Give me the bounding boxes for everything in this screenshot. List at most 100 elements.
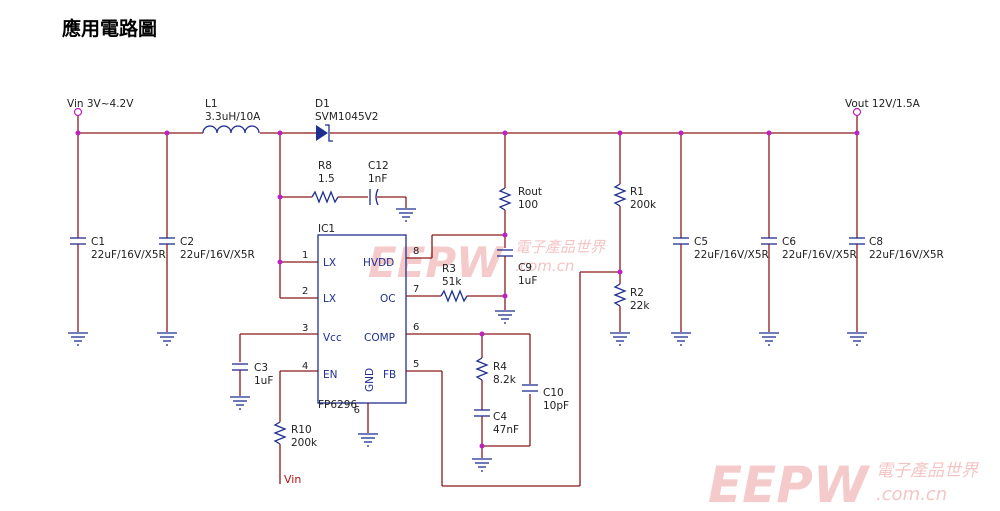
fb-net [406, 271, 620, 487]
resistor-r8: R8 1.5 [311, 160, 368, 204]
ground-c2 [157, 332, 177, 346]
capacitor-c6: C6 22uF/16V/X5R [761, 133, 857, 332]
c9-ref: C9 [518, 262, 532, 274]
ground-c8 [847, 332, 867, 346]
pin8-name: HVDD [363, 257, 394, 269]
watermark-2-domain: .com.cn [876, 484, 947, 505]
vcc-net [239, 333, 318, 362]
c9-value: 1uF [518, 275, 537, 287]
c1-value: 22uF/16V/X5R [91, 249, 166, 261]
capacitor-c4: C4 47nF [474, 409, 519, 458]
junction-dots [75, 130, 860, 449]
r8-ref: R8 [318, 160, 332, 172]
capacitor-c12: C12 1nF [368, 160, 407, 208]
vout-label: Vout 12V/1.5A [845, 98, 921, 110]
pin2-name: LX [323, 293, 336, 305]
resistor-rout: Rout 100 [498, 133, 542, 248]
capacitor-c1: C1 22uF/16V/X5R [70, 133, 166, 332]
ground-c12 [396, 208, 416, 222]
vin-terminal: Vin 3V~4.2V [67, 98, 134, 117]
pin3-num: 3 [302, 323, 308, 334]
vin-pin-label: Vin [284, 473, 301, 486]
gnd-pin-num: 9 [354, 403, 360, 414]
c6-ref: C6 [782, 236, 796, 248]
output-rail [330, 116, 858, 134]
pin7-name: OC [380, 293, 396, 305]
capacitor-c5: C5 22uF/16V/X5R [673, 133, 769, 332]
pin7-num: 7 [413, 284, 419, 295]
r3-ref: R3 [442, 263, 456, 275]
r2-value: 22k [630, 300, 650, 312]
watermark-1-cn: 電子產品世界 [515, 238, 606, 256]
c8-ref: C8 [869, 236, 883, 248]
c5-ref: C5 [694, 236, 708, 248]
pin6-num: 6 [413, 322, 419, 333]
ic-fp6296: IC1 FP6296 1 LX 2 LX 3 Vcc 4 EN 8 HVDD 7… [302, 223, 419, 433]
r10-ref: R10 [291, 424, 312, 436]
en-net [279, 370, 318, 422]
c5-value: 22uF/16V/X5R [694, 249, 769, 261]
c1-ref: C1 [91, 236, 105, 248]
r1-value: 200k [630, 199, 657, 211]
r4-value: 8.2k [493, 374, 517, 386]
capacitor-c9: C9 1uF [497, 249, 537, 310]
c12-ref: C12 [368, 160, 389, 172]
resistor-r1: R1 200k [613, 133, 657, 284]
ground-c9 [495, 310, 515, 324]
ground-c6 [759, 332, 779, 346]
pin4-name: EN [323, 369, 338, 381]
resistor-r10: R10 200k Vin [273, 421, 318, 486]
gnd-pin-name: GND [364, 368, 376, 392]
ground-c3 [230, 396, 250, 410]
watermark-1: EEPW 電子產品世界 .com.cn [368, 238, 606, 287]
diode-d1: D1 SVM1045V2 [303, 98, 379, 142]
c3-ref: C3 [254, 362, 268, 374]
ground-r2 [610, 332, 630, 346]
hvdd-net [406, 234, 505, 259]
pin1-name: LX [323, 257, 336, 269]
c4-value: 47nF [493, 424, 519, 436]
capacitor-c3: C3 1uF [232, 362, 273, 396]
rout-value: 100 [518, 199, 538, 211]
d1-ref: D1 [315, 98, 330, 110]
pin6-name: COMP [364, 332, 395, 344]
r8-value: 1.5 [318, 173, 335, 185]
watermark-2: EEPW 電子產品世界 .com.cn [708, 456, 979, 511]
watermark-2-logo: EEPW [708, 456, 871, 511]
pin8-num: 8 [413, 246, 419, 257]
r4-ref: R4 [493, 361, 507, 373]
c12-value: 1nF [368, 173, 387, 185]
watermark-1-logo: EEPW [368, 238, 505, 287]
watermark-2-cn: 電子產品世界 [876, 461, 979, 481]
resistor-r2: R2 22k [613, 283, 650, 332]
r3-value: 51k [442, 276, 462, 288]
pin2-num: 2 [302, 286, 308, 297]
ground-c4 [472, 458, 492, 472]
d1-value: SVM1045V2 [315, 111, 379, 123]
page-title: 應用電路圖 [62, 18, 158, 40]
pin1-num: 1 [302, 250, 308, 261]
watermark-1-domain: .com.cn [515, 257, 574, 275]
resistor-r3: R3 51k [406, 263, 505, 303]
r2-ref: R2 [630, 287, 644, 299]
pin5-name: FB [383, 369, 396, 381]
inductor-l1: L1 3.3uH/10A [202, 98, 261, 134]
l1-value: 3.3uH/10A [205, 111, 261, 123]
capacitor-c8: C8 22uF/16V/X5R [849, 133, 944, 332]
c8-value: 22uF/16V/X5R [869, 249, 944, 261]
c2-value: 22uF/16V/X5R [180, 249, 255, 261]
l1-ref: L1 [205, 98, 218, 110]
capacitor-c2: C2 22uF/16V/X5R [159, 133, 255, 332]
ic-part: FP6296 [318, 399, 357, 411]
c10-value: 10pF [543, 400, 569, 412]
comp-net [406, 333, 531, 447]
ground-c1 [68, 332, 88, 346]
c2-ref: C2 [180, 236, 194, 248]
ic-ref: IC1 [318, 223, 335, 235]
r1-ref: R1 [630, 186, 644, 198]
vout-terminal: Vout 12V/1.5A [845, 98, 921, 117]
c3-value: 1uF [254, 375, 273, 387]
capacitor-c10: C10 10pF [522, 384, 569, 412]
resistor-r4: R4 8.2k [475, 357, 517, 410]
